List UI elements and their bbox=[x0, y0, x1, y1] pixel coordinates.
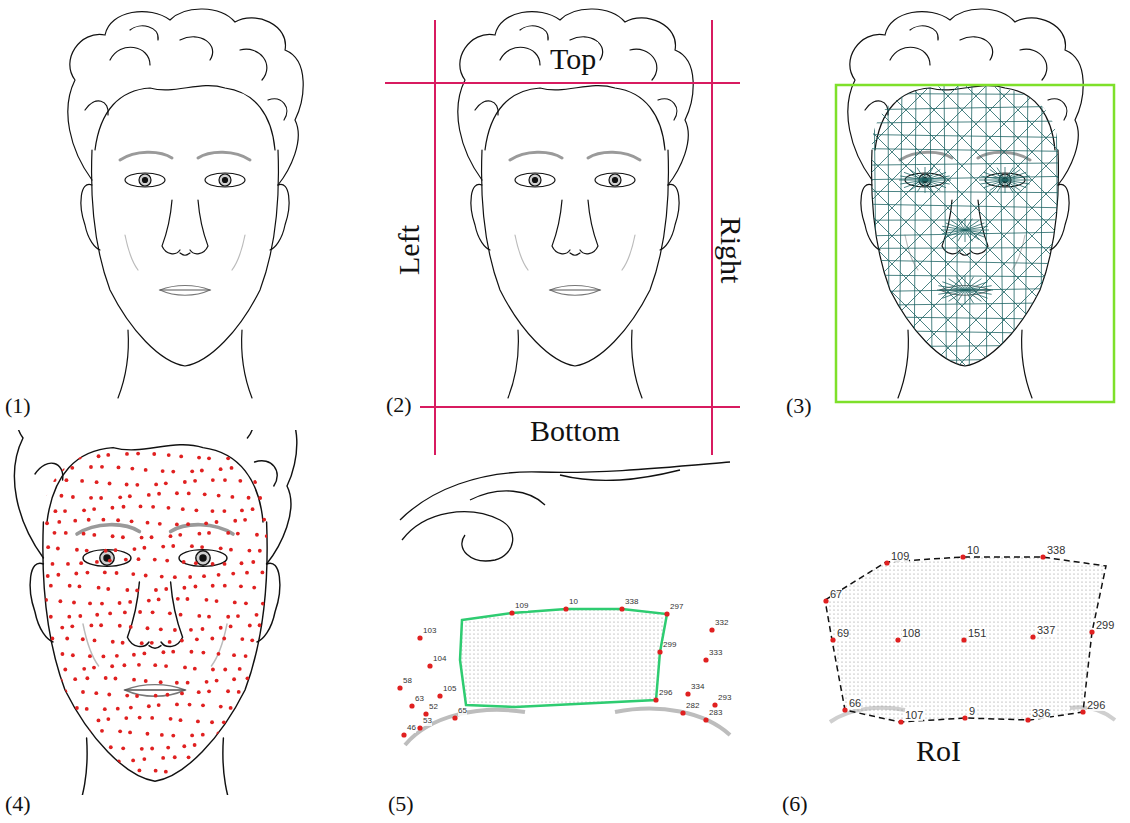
landmark-number: 296 bbox=[1087, 699, 1105, 711]
landmark-number: 103 bbox=[423, 627, 436, 636]
landmark-dot bbox=[884, 560, 889, 565]
landmark-dot bbox=[895, 637, 900, 642]
landmark-number: 299 bbox=[1096, 619, 1114, 631]
landmark-number: 333 bbox=[709, 649, 722, 658]
side-label: Left bbox=[392, 225, 425, 275]
landmark-number: 108 bbox=[902, 627, 920, 639]
hair-crop bbox=[400, 462, 730, 561]
landmark-number: 283 bbox=[709, 709, 722, 718]
landmark-dot bbox=[401, 732, 406, 737]
panel-number: (6) bbox=[782, 792, 808, 816]
landmark-dot bbox=[1030, 634, 1035, 639]
landmark-dot bbox=[1089, 629, 1094, 634]
panel-number: (2) bbox=[386, 393, 412, 417]
landmark-number: 65 bbox=[458, 707, 467, 716]
landmark-dot bbox=[427, 663, 432, 668]
landmark-dot bbox=[664, 611, 669, 616]
bounding-lines bbox=[385, 20, 740, 455]
landmark-dot bbox=[563, 606, 568, 611]
landmark-dot bbox=[1025, 717, 1030, 722]
landmark-number: 52 bbox=[429, 703, 438, 712]
eyebrow-crop bbox=[405, 709, 730, 745]
landmark-dot bbox=[397, 685, 402, 690]
face-drawing bbox=[68, 9, 303, 398]
landmark-dot bbox=[703, 717, 708, 722]
landmark-number: 109 bbox=[515, 602, 528, 611]
face-drawing bbox=[848, 9, 1083, 398]
landmark-dot bbox=[657, 649, 662, 654]
landmark-dots bbox=[34, 452, 273, 777]
landmark-dot bbox=[961, 637, 966, 642]
panel-number: (1) bbox=[5, 394, 31, 418]
landmark-dot bbox=[703, 657, 708, 662]
side-label: Right bbox=[715, 217, 748, 284]
landmark-dot bbox=[898, 719, 903, 724]
landmark-number: 107 bbox=[905, 709, 923, 721]
landmark-dot bbox=[709, 627, 714, 632]
landmark-number: 9 bbox=[969, 705, 975, 717]
landmark-number: 66 bbox=[849, 697, 861, 709]
landmark-dot bbox=[437, 693, 442, 698]
landmark-dot bbox=[680, 710, 685, 715]
landmark-dot bbox=[509, 610, 514, 615]
landmark-number: 46 bbox=[407, 724, 416, 733]
landmark-number: 282 bbox=[686, 702, 699, 711]
landmark-dot bbox=[960, 554, 965, 559]
landmark-number: 105 bbox=[443, 685, 456, 694]
landmark-dot bbox=[712, 702, 717, 707]
landmark-dot bbox=[423, 711, 428, 716]
landmark-number: 69 bbox=[837, 627, 849, 639]
landmark-dot bbox=[653, 697, 658, 702]
landmark-number: 338 bbox=[1047, 544, 1065, 556]
landmark-number: 337 bbox=[1037, 624, 1055, 636]
landmark-dot bbox=[962, 715, 967, 720]
landmark-number: 58 bbox=[403, 677, 412, 686]
landmark-dot bbox=[842, 707, 847, 712]
landmark-number: 53 bbox=[423, 717, 432, 726]
face-mesh bbox=[560, 78, 1130, 372]
landmark-number: 296 bbox=[659, 689, 672, 698]
landmark-number: 332 bbox=[715, 619, 728, 628]
landmark-number: 334 bbox=[691, 683, 704, 692]
landmark-number: 297 bbox=[670, 603, 683, 612]
landmark-number: 10 bbox=[967, 544, 979, 556]
landmark-dot bbox=[417, 635, 422, 640]
landmark-dot bbox=[619, 606, 624, 611]
landmark-number: 338 bbox=[625, 598, 638, 607]
panel-number: (3) bbox=[786, 394, 812, 418]
landmark-number: 299 bbox=[663, 641, 676, 650]
landmark-dot bbox=[685, 691, 690, 696]
landmark-dot bbox=[1040, 554, 1045, 559]
landmark-number: 104 bbox=[433, 655, 446, 664]
landmark-number: 109 bbox=[891, 550, 909, 562]
landmark-dots bbox=[397, 554, 1094, 737]
landmark-dot bbox=[409, 703, 414, 708]
landmark-number: 67 bbox=[830, 588, 842, 600]
face-drawing bbox=[458, 9, 693, 398]
landmark-dot bbox=[452, 715, 457, 720]
panel-number: (4) bbox=[5, 792, 31, 816]
panel-number: (5) bbox=[388, 792, 414, 816]
landmark-number: 151 bbox=[968, 627, 986, 639]
face-drawing bbox=[14, 430, 296, 795]
landmark-dot bbox=[1080, 709, 1085, 714]
landmark-dot bbox=[830, 637, 835, 642]
roi-region bbox=[825, 557, 1106, 722]
face-box bbox=[836, 85, 1114, 402]
landmark-dot bbox=[823, 598, 828, 603]
landmark-number: 293 bbox=[718, 694, 731, 703]
side-label: Bottom bbox=[528, 414, 622, 447]
region-label: RoI bbox=[914, 734, 963, 767]
side-label: Top bbox=[548, 42, 598, 75]
landmark-number: 10 bbox=[569, 598, 578, 607]
roi-outline bbox=[460, 609, 667, 707]
landmark-dot bbox=[417, 725, 422, 730]
landmark-number: 63 bbox=[415, 695, 424, 704]
landmark-number: 336 bbox=[1032, 707, 1050, 719]
